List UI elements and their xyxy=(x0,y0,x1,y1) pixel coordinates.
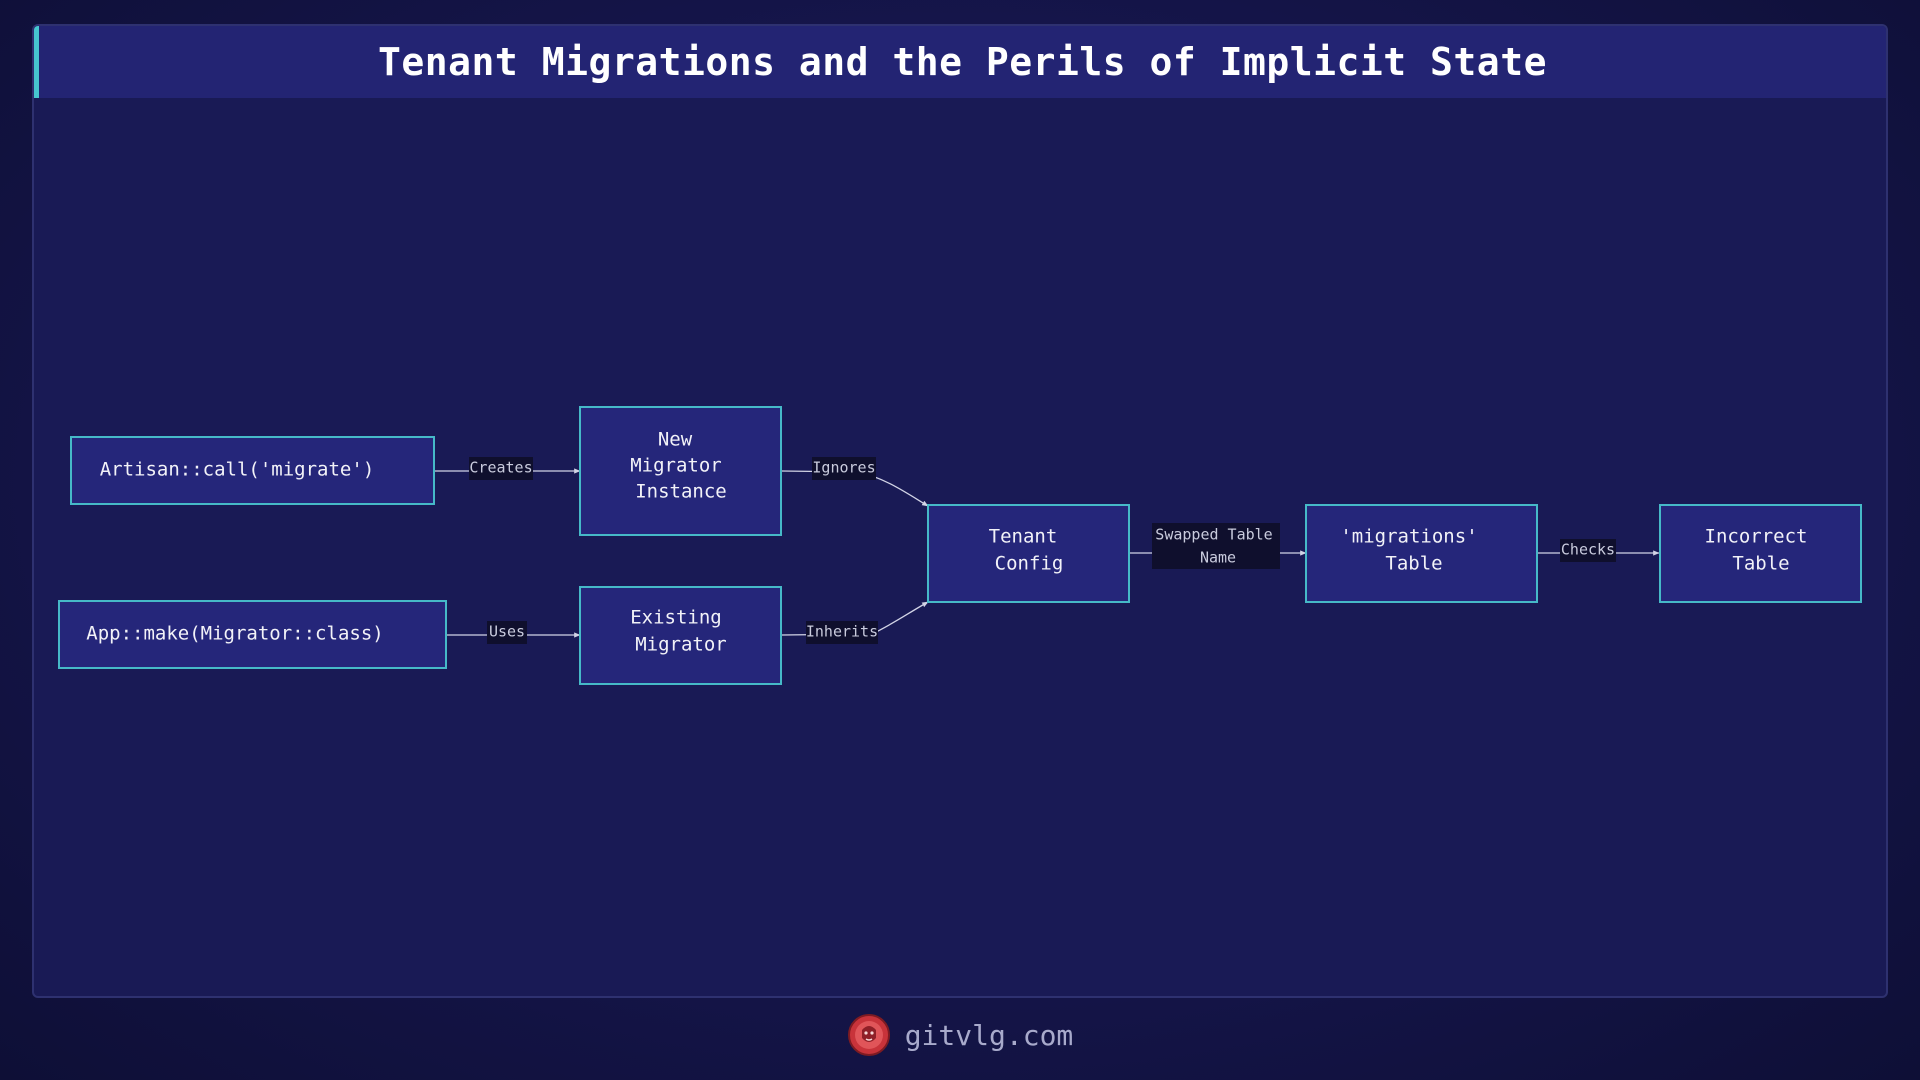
node-tenant-config-line-1: Tenant xyxy=(989,526,1058,548)
node-tenant-config: Tenant Config xyxy=(927,504,1130,603)
lion-logo-icon[interactable] xyxy=(847,1013,891,1057)
node-incorrect-table-line-1: Incorrect xyxy=(1705,526,1808,548)
node-new-migrator-line-1: New xyxy=(658,429,693,451)
node-artisan-call-label: Artisan::call('migrate') xyxy=(100,459,375,481)
edge-label-checks: Checks xyxy=(1560,539,1616,562)
page-title: Tenant Migrations and the Perils of Impl… xyxy=(378,40,1547,84)
edge-label-uses-text: Uses xyxy=(489,623,525,641)
edge-label-uses: Uses xyxy=(487,621,527,644)
footer: gitvlg.com xyxy=(0,1010,1920,1060)
footer-site-link[interactable]: gitvlg.com xyxy=(904,1018,1074,1052)
edge-label-ignores-text: Ignores xyxy=(812,459,875,477)
node-new-migrator-line-3: Instance xyxy=(635,481,727,503)
node-migrations-table-line-2: Table xyxy=(1385,553,1442,575)
node-migrations-table: 'migrations' Table xyxy=(1305,504,1538,603)
edge-label-inherits-text: Inherits xyxy=(806,623,878,641)
edge-label-creates-text: Creates xyxy=(469,459,532,477)
node-new-migrator-line-2: Migrator xyxy=(630,455,722,477)
node-existing-migrator: Existing Migrator xyxy=(579,586,782,685)
node-incorrect-table-line-2: Table xyxy=(1732,553,1789,575)
edge-label-ignores: Ignores xyxy=(812,457,876,480)
node-new-migrator-instance: New Migrator Instance xyxy=(579,406,782,536)
title-bar: Tenant Migrations and the Perils of Impl… xyxy=(34,26,1886,98)
diagram-panel: Tenant Migrations and the Perils of Impl… xyxy=(32,24,1888,998)
node-existing-migrator-line-1: Existing xyxy=(630,607,722,629)
edge-label-swapped-line-1: Swapped Table xyxy=(1155,526,1272,544)
node-incorrect-table: Incorrect Table xyxy=(1659,504,1862,603)
edge-label-swapped-table-name: Swapped Table Name xyxy=(1152,523,1280,569)
node-tenant-config-line-2: Config xyxy=(995,553,1064,575)
node-app-make-label: App::make(Migrator::class) xyxy=(86,623,383,645)
edge-label-creates: Creates xyxy=(469,457,533,480)
edge-label-swapped-line-2: Name xyxy=(1200,549,1236,567)
edge-label-inherits: Inherits xyxy=(806,621,878,644)
node-artisan-call: Artisan::call('migrate') xyxy=(70,436,435,505)
node-existing-migrator-line-2: Migrator xyxy=(635,634,727,656)
node-migrations-table-line-1: 'migrations' xyxy=(1340,526,1477,548)
node-app-make: App::make(Migrator::class) xyxy=(58,600,447,669)
edge-label-checks-text: Checks xyxy=(1561,541,1615,559)
